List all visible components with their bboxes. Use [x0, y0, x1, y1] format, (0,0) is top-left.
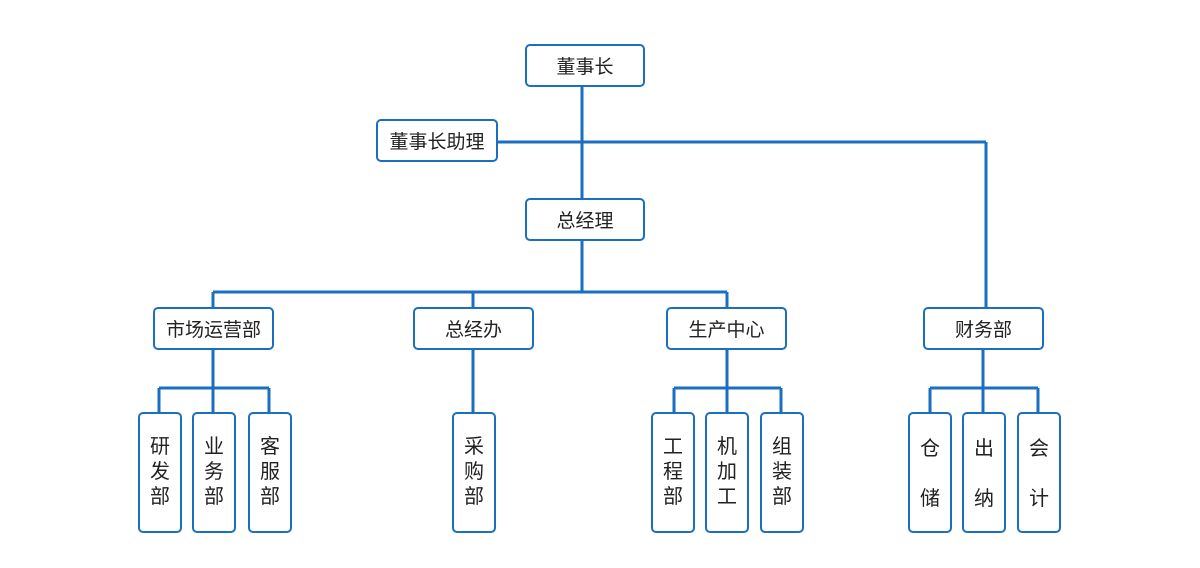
node-chairman-assistant-label: 董事长助理 — [389, 131, 485, 153]
node-accounting-char-1: 会 — [1029, 436, 1049, 460]
node-accounting: 会 计 — [1017, 412, 1061, 533]
node-business-dept-label: 业务部 — [204, 434, 224, 508]
node-cashier-char-1: 出 — [974, 436, 994, 460]
node-general-manager: 总经理 — [525, 198, 645, 241]
node-cashier: 出 纳 — [962, 412, 1006, 533]
node-cashier-char-2: 纳 — [974, 486, 994, 510]
node-warehouse-label: 仓 储 — [919, 436, 941, 511]
node-purchasing-dept-label: 采购部 — [464, 434, 484, 508]
node-marketing-dept-label: 市场运营部 — [165, 319, 261, 341]
node-general-office-label: 总经办 — [444, 319, 502, 341]
node-general-office: 总经办 — [413, 307, 534, 350]
node-business-dept: 业务部 — [192, 412, 236, 533]
node-purchasing-dept: 采购部 — [452, 412, 496, 533]
node-rnd-dept-label: 研发部 — [150, 434, 170, 508]
node-assembly-dept-label: 组装部 — [772, 434, 792, 508]
node-finance-dept: 财务部 — [923, 307, 1044, 350]
node-machining-label: 机加工 — [717, 434, 737, 508]
node-warehouse-char-2: 储 — [920, 486, 940, 510]
node-cashier-label: 出 纳 — [973, 436, 995, 511]
node-rnd-dept: 研发部 — [138, 412, 182, 533]
node-warehouse-char-1: 仓 — [920, 436, 940, 460]
node-warehouse: 仓 储 — [908, 412, 952, 533]
node-accounting-label: 会 计 — [1028, 436, 1050, 511]
node-production-center-label: 生产中心 — [688, 319, 765, 341]
node-marketing-dept: 市场运营部 — [153, 307, 274, 350]
node-accounting-char-2: 计 — [1029, 486, 1049, 510]
node-finance-dept-label: 财务部 — [954, 319, 1012, 341]
node-chairman-label: 董事长 — [556, 56, 614, 78]
node-chairman-assistant: 董事长助理 — [376, 119, 498, 162]
node-general-manager-label: 总经理 — [556, 210, 614, 232]
node-chairman: 董事长 — [525, 44, 645, 87]
node-production-center: 生产中心 — [666, 307, 787, 350]
node-assembly-dept: 组装部 — [760, 412, 804, 533]
node-engineering-dept: 工程部 — [651, 412, 695, 533]
node-engineering-dept-label: 工程部 — [663, 434, 683, 508]
node-customer-service-dept-label: 客服部 — [260, 434, 280, 508]
node-machining: 机加工 — [705, 412, 749, 533]
node-customer-service-dept: 客服部 — [248, 412, 292, 533]
